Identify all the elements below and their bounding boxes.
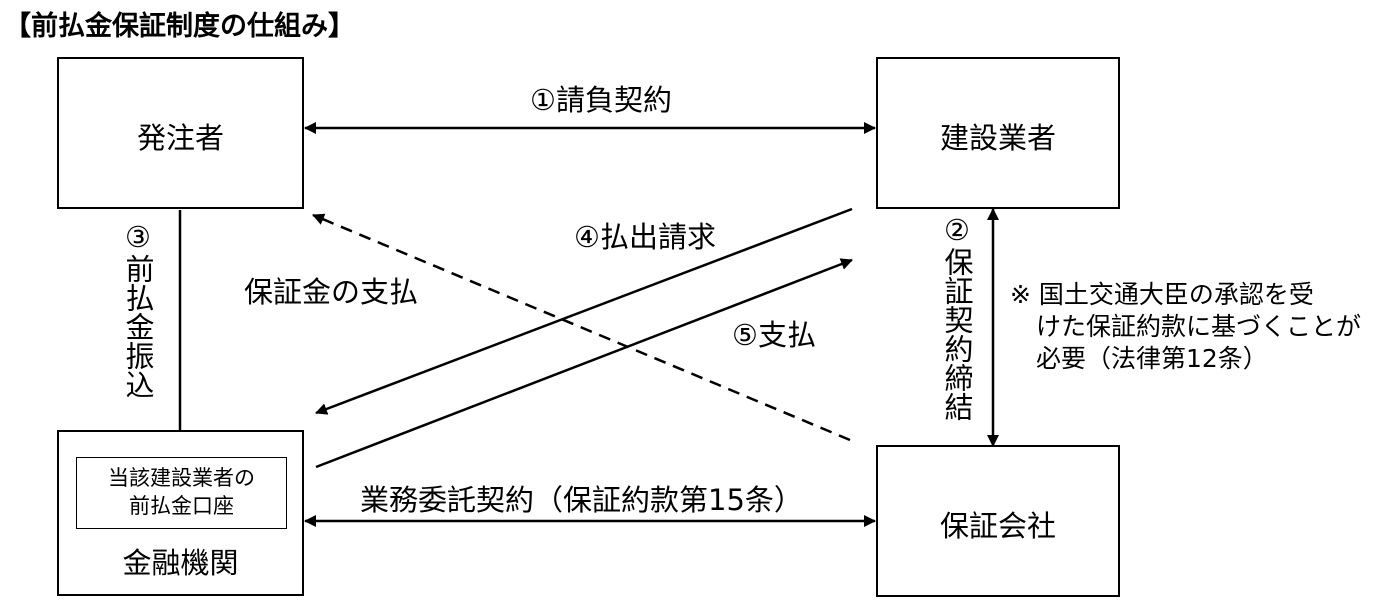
diagram-title: 【前払金保証制度の仕組み】 [4, 11, 355, 42]
guarantor-box: 保証会社 [876, 445, 1120, 597]
legal-note-line-1: ※ 国土交通大臣の承認を受 [1010, 280, 1314, 309]
legal-note: ※ 国土交通大臣の承認を受 けた保証約款に基づくことが 必要（法律第12条） [1010, 279, 1361, 375]
contract-label: ①請負契約 [530, 83, 672, 117]
advance-transfer-label: ③前払金振込 [121, 220, 155, 399]
bank-box: 当該建設業者の 前払金口座 金融機関 [57, 430, 304, 596]
payment-label: ⑤支払 [732, 318, 816, 352]
guarantee-payment-arrow [312, 213, 851, 442]
legal-note-line-3: 必要（法律第12条） [1036, 344, 1268, 373]
bank-account-line-1: 当該建設業者の [108, 466, 255, 490]
payment-arrow [315, 258, 853, 469]
client-label: 発注者 [136, 121, 224, 155]
guarantee-contract-label: ②保証契約締結 [940, 213, 974, 421]
guarantee-payment-label: 保証金の支払 [244, 275, 419, 309]
bank-account-line-2: 前払金口座 [129, 494, 234, 518]
guarantor-label: 保証会社 [939, 509, 1056, 543]
withdrawal-request-arrow [315, 207, 853, 415]
service-contract-label: 業務委託契約（保証約款第15条） [360, 483, 803, 517]
contractor-label: 建設業者 [939, 121, 1056, 155]
legal-note-line-2: けた保証約款に基づくことが [1036, 312, 1362, 341]
withdrawal-request-label: ④払出請求 [574, 220, 716, 254]
bank-account-box: 当該建設業者の 前払金口座 [76, 457, 287, 529]
client-box: 発注者 [57, 57, 304, 209]
bank-label: 金融機関 [122, 546, 239, 580]
contractor-box: 建設業者 [876, 57, 1120, 209]
